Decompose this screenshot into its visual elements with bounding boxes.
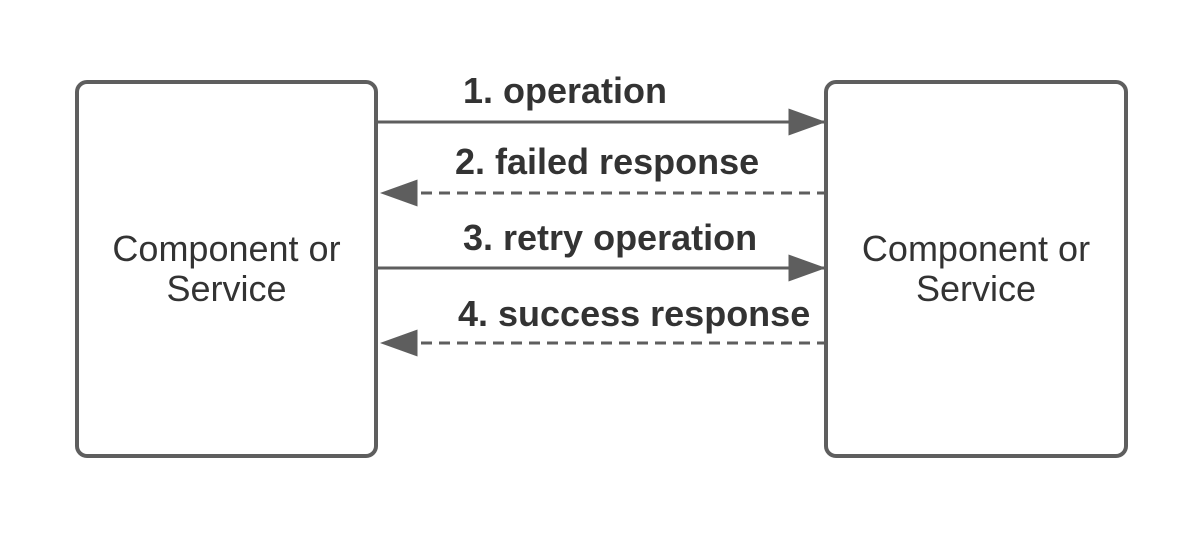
component-box-left-label: Component or Service: [112, 228, 341, 309]
edge-label-operation: 1. operation: [463, 70, 668, 111]
component-box-right-label: Component or Service: [861, 228, 1091, 309]
edge-label-failed-response: 2. failed response: [455, 141, 760, 182]
edge-label-success-response: 4. success response: [458, 293, 811, 334]
component-box-left: Component or Service: [75, 80, 378, 458]
edge-label-retry-operation: 3. retry operation: [463, 217, 758, 258]
component-box-right: Component or Service: [824, 80, 1128, 458]
